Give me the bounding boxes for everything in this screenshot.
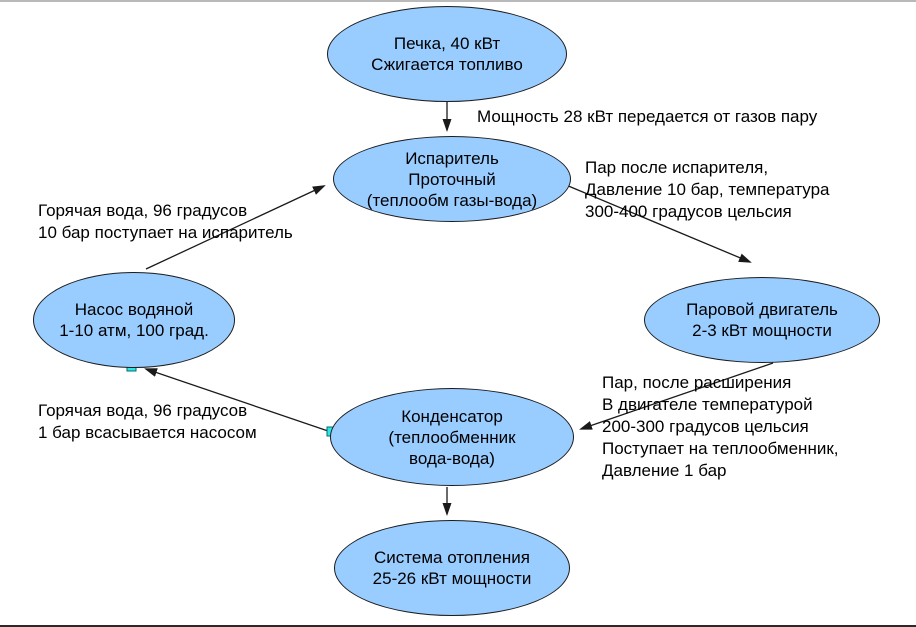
node-condenser[interactable]: Конденсатор (теплообменник вода-вода) (330, 388, 574, 486)
node-heating-system-label: Система отопления 25-26 кВт мощности (372, 548, 532, 588)
node-water-pump[interactable]: Насос водяной 1-10 атм, 100 град. (33, 272, 235, 368)
edge-label-power-transfer[interactable]: Мощность 28 кВт передается от газов пару (477, 107, 818, 126)
node-evaporator-label: Испаритель Проточный (теплообм газы-вода… (366, 148, 538, 210)
top-divider (0, 0, 916, 2)
edge-label-steam-after-evaporator[interactable]: Пар после испарителя, Давление 10 бар, т… (585, 158, 830, 221)
node-water-pump-label: Насос водяной 1-10 атм, 100 град. (59, 300, 209, 340)
node-evaporator[interactable]: Испаритель Проточный (теплообм газы-вода… (333, 136, 571, 222)
connector-engine-condenser[interactable] (579, 362, 774, 430)
edge-label-steam-after-engine[interactable]: Пар, после расширения В двигателе темпер… (602, 373, 839, 480)
node-furnace-label: Печка, 40 кВт Сжигается топливо (371, 34, 523, 74)
bottom-divider (0, 625, 916, 627)
connector-condenser-pump[interactable] (144, 368, 332, 433)
edge-label-hot-water-to-evaporator[interactable]: Горячая вода, 96 градусов 10 бар поступа… (38, 201, 293, 242)
edge-label-hot-water-to-pump[interactable]: Горячая вода, 96 градусов 1 бар всасывае… (38, 401, 257, 442)
node-condenser-label: Конденсатор (теплообменник вода-вода) (388, 406, 516, 468)
node-steam-engine-label: Паровой двигатель 2-3 кВт мощности (686, 300, 838, 340)
connector-evaporator-engine[interactable] (565, 184, 752, 263)
connector-pump-evaporator[interactable] (145, 185, 326, 270)
node-furnace[interactable]: Печка, 40 кВт Сжигается топливо (327, 6, 567, 102)
node-heating-system[interactable]: Система отопления 25-26 кВт мощности (334, 520, 570, 616)
node-steam-engine[interactable]: Паровой двигатель 2-3 кВт мощности (644, 277, 880, 363)
